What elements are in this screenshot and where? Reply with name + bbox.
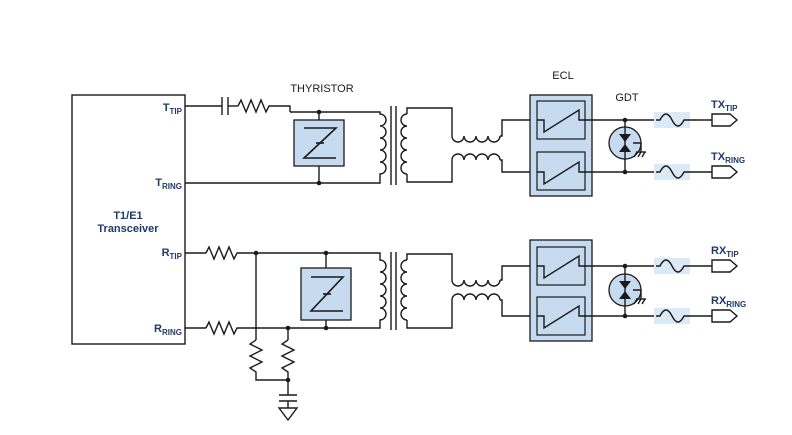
thyristor-label: THYRISTOR — [290, 83, 353, 95]
rx-tip-fuse — [654, 258, 712, 274]
ground-icon — [277, 407, 299, 422]
rx-tip-resistor — [205, 245, 372, 261]
pin-label-r-ring: RRING — [154, 323, 182, 337]
tx-ring-port-label: TXRING — [711, 151, 745, 165]
rx-ecl — [529, 239, 593, 342]
rx-thyristor — [300, 267, 352, 321]
rx-ring-port-label: RXRING — [711, 295, 746, 309]
pin-label-t-ring: TRING — [155, 177, 182, 191]
rx-ring-port-connector — [711, 309, 739, 323]
tx-tip-fuse — [654, 112, 712, 128]
gdt-label: GDT — [615, 92, 639, 104]
rx-tip-port-label: RXTIP — [711, 245, 739, 259]
tx-transformer — [372, 106, 536, 185]
transceiver-label-line1: T1/E1 — [113, 210, 142, 222]
ecl-label: ECL — [552, 70, 573, 82]
tx-tip-resistor — [237, 98, 291, 114]
pin-label-t-tip: TTIP — [163, 102, 183, 116]
tx-thyristor — [293, 119, 345, 167]
rx-ring-resistor — [205, 320, 372, 336]
rx-tip-port-connector — [711, 259, 739, 273]
tx-tip-capacitor — [185, 97, 238, 115]
rx-transformer — [372, 252, 536, 330]
transceiver-block — [71, 94, 186, 345]
tx-tip-port-label: TXTIP — [711, 99, 738, 113]
tx-ecl — [529, 94, 593, 197]
rx-bias-resistors — [248, 253, 296, 395]
rx-ground-capacitor — [279, 394, 297, 408]
rx-gdt — [608, 273, 646, 307]
tx-tip-port-connector — [711, 113, 739, 127]
tx-gdt — [608, 126, 646, 160]
transceiver-label-line2: Transceiver — [97, 223, 159, 235]
rx-ring-fuse — [654, 308, 712, 324]
pin-label-r-tip: RTIP — [162, 247, 183, 261]
tx-ring-fuse — [654, 164, 712, 180]
tx-ring-port-connector — [711, 165, 739, 179]
